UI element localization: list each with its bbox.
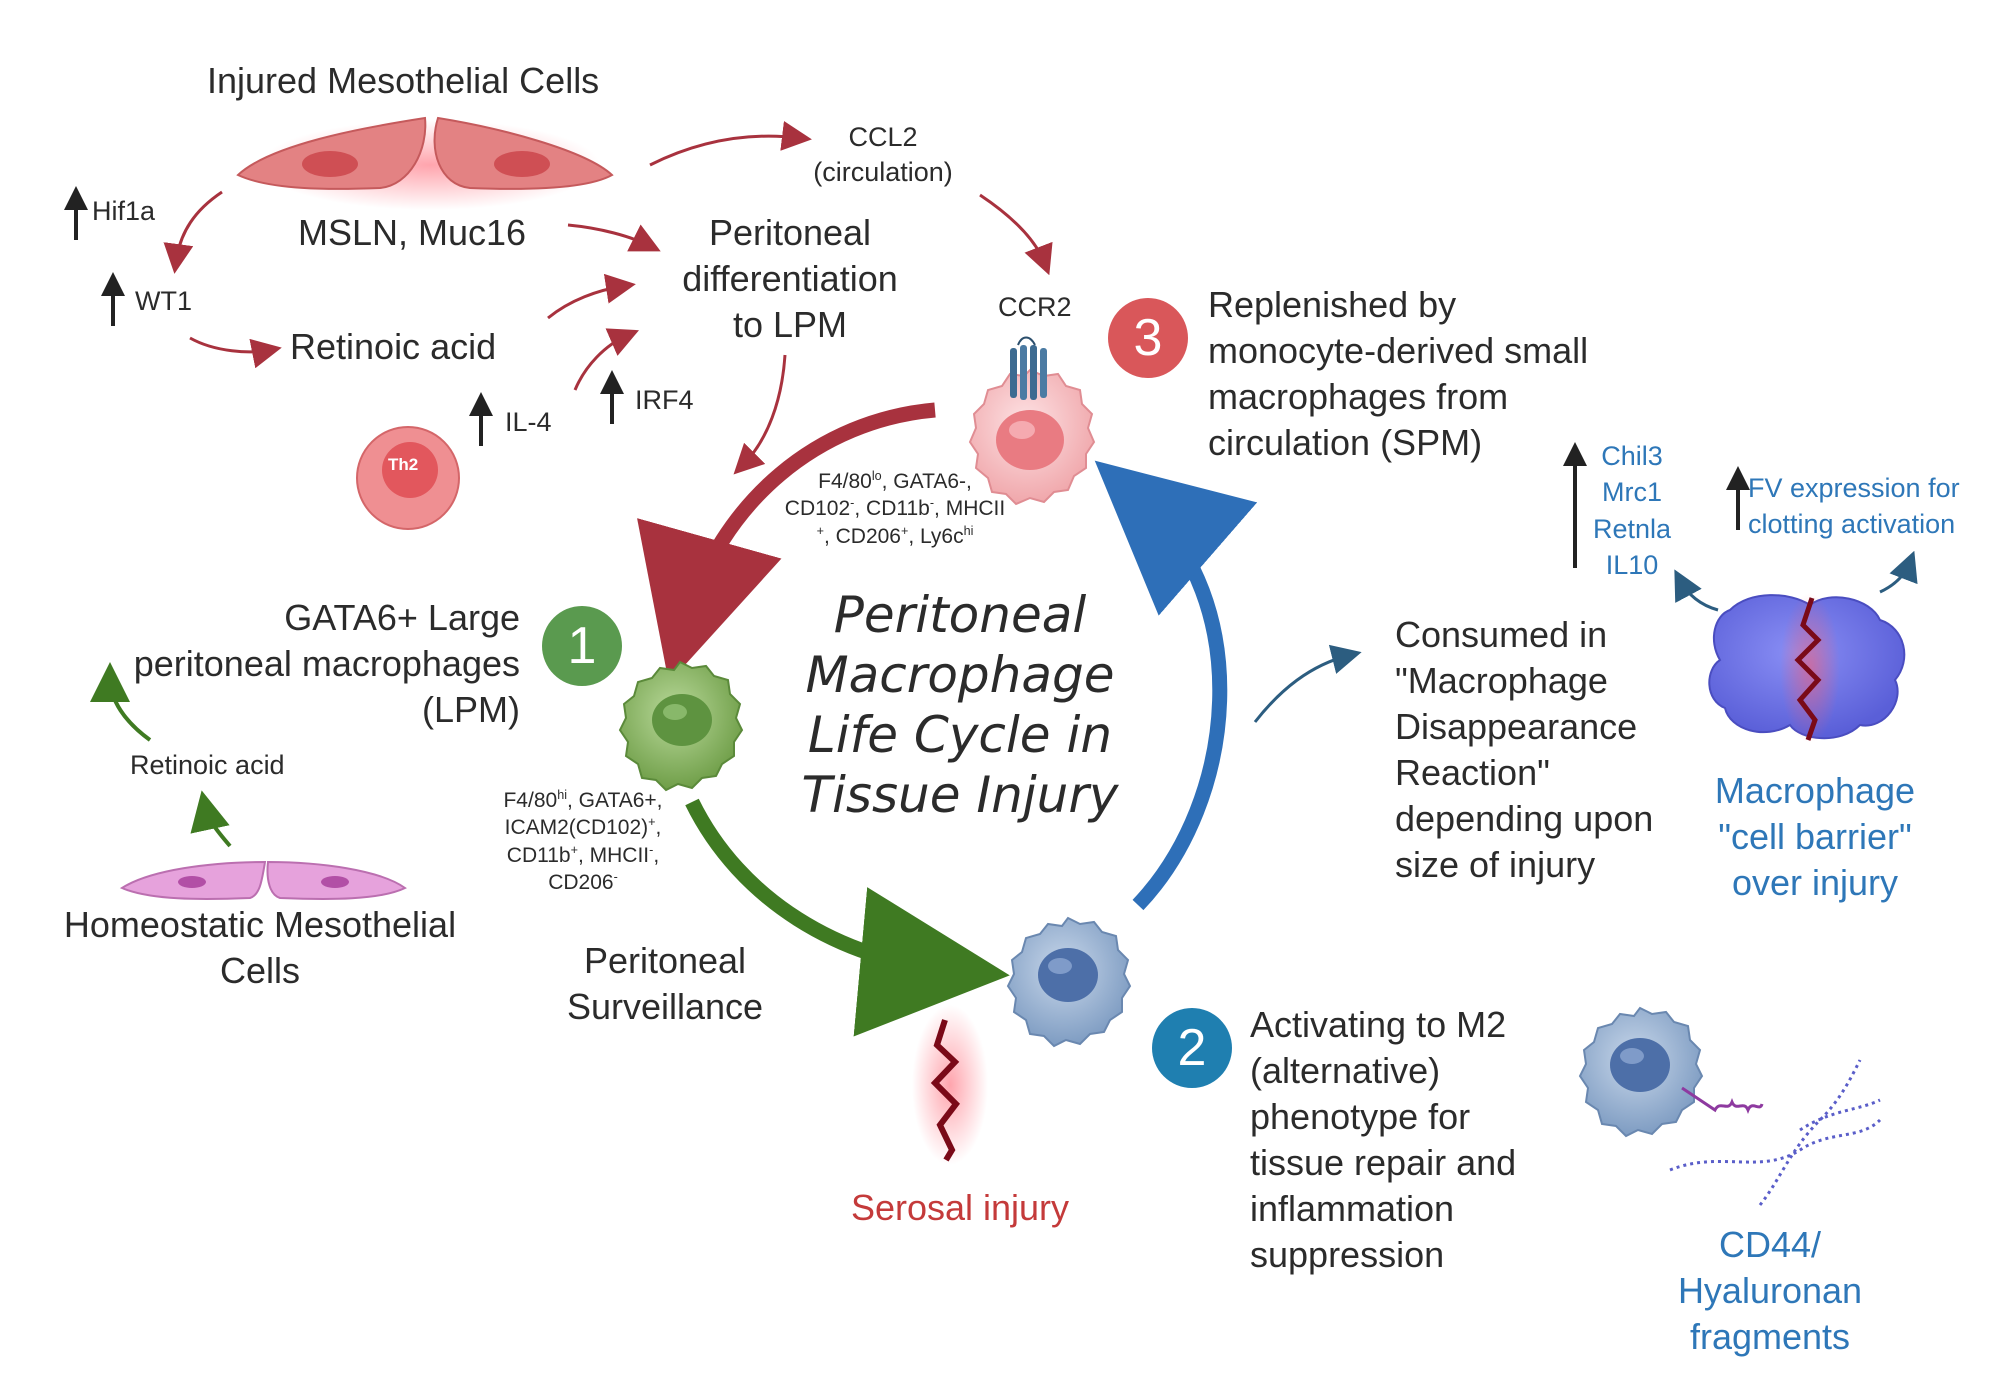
- replenish-line-4: circulation (SPM): [1208, 422, 1483, 464]
- homeostatic-line-1: Homeostatic Mesothelial: [63, 904, 457, 945]
- cd44-line-1: CD44/: [1718, 1224, 1822, 1265]
- disappearance-line-6: size of injury: [1395, 844, 1596, 886]
- wt1-label: WT1: [135, 286, 192, 316]
- replenish-line-3: macrophages from: [1208, 376, 1509, 418]
- lpm-markers: F4/80hi, GATA6+, ICAM2(CD102)+, CD11b+, …: [503, 788, 663, 894]
- barrier-line-2: "cell barrier": [1718, 816, 1912, 858]
- lpm-label-line-2: peritoneal macrophages: [133, 643, 520, 685]
- m2-activation-label: Activating to M2 (alternative) phenotype…: [1250, 1002, 1516, 1278]
- differentiation-line-3: to LPM: [732, 304, 848, 346]
- surveillance-label: Peritoneal Surveillance: [545, 938, 785, 1030]
- disappearance-line-4: Reaction": [1395, 752, 1550, 794]
- step-1-badge: 1: [542, 606, 622, 686]
- differentiation-line-2: differentiation: [682, 258, 898, 300]
- homeostatic-arrows: [90, 662, 232, 848]
- title-line-1: Peritoneal: [833, 586, 1087, 644]
- barrier-line-3: over injury: [1731, 862, 1899, 904]
- cd44-line-3: fragments: [1689, 1316, 1851, 1358]
- ccr2-label: CCR2: [998, 292, 1072, 322]
- m2-line-5: inflammation: [1250, 1188, 1455, 1230]
- barrier-line-1: Macrophage: [1714, 770, 1916, 811]
- il4-label: IL-4: [505, 407, 552, 437]
- recruitment-arrow: [1094, 460, 1258, 911]
- serosal-injury-icon: [912, 1005, 988, 1165]
- ccl2-line-1: CCL2: [848, 122, 918, 152]
- homeostatic-label: Homeostatic Mesothelial Cells: [20, 902, 500, 994]
- title-line-4: Tissue Injury: [801, 766, 1119, 824]
- fv-line-2: clotting activation: [1748, 509, 1956, 540]
- m2-line-6: suppression: [1250, 1234, 1445, 1276]
- gene-chil3: Chil3: [1601, 441, 1663, 471]
- disappearance-line-5: depending upon: [1395, 798, 1654, 840]
- disappearance-line-1: Consumed in: [1395, 614, 1608, 655]
- differentiation-line-1: Peritoneal: [708, 212, 872, 253]
- homeostatic-mesothelial-cells: [119, 860, 407, 900]
- step-3-badge: 3: [1108, 298, 1188, 378]
- msln-label: MSLN, Muc16: [298, 212, 527, 253]
- step-2-badge: 2: [1152, 1008, 1232, 1088]
- lpm-label-line-1: GATA6+ Large: [284, 597, 520, 638]
- m2-line-4: tissue repair and: [1250, 1142, 1517, 1184]
- title-line-2: Macrophage: [805, 646, 1115, 704]
- retinoic-acid-top-label: Retinoic acid: [290, 326, 497, 367]
- surveillance-line-2: Surveillance: [566, 986, 764, 1028]
- differentiation-label: Peritoneal differentiation to LPM: [640, 210, 940, 348]
- m2-line-3: phenotype for: [1250, 1096, 1471, 1138]
- retinoic-acid-bottom-label: Retinoic acid: [130, 750, 285, 780]
- spm-markers: F4/80lo, GATA6-, CD102-, CD11b-, MHCII +…: [784, 469, 1006, 548]
- injured-cells-label: Injured Mesothelial Cells: [207, 60, 600, 101]
- irf4-label: IRF4: [635, 385, 694, 415]
- barrier-arrows: [1253, 550, 1918, 723]
- disappearance-line-3: Disappearance: [1395, 706, 1638, 748]
- hyaluronan-fragments-icon: [1669, 1059, 1882, 1206]
- diagram-title: Peritoneal Macrophage Life Cycle in Tiss…: [795, 585, 1125, 825]
- cd44-receptor-icon: [1681, 1086, 1764, 1115]
- activated-macrophage-cell: [1006, 916, 1132, 1048]
- th2-label: Th2: [388, 455, 419, 474]
- disappearance-line-2: "Macrophage: [1395, 660, 1608, 702]
- barrier-genes: Chil3 Mrc1 Retnla IL10: [1572, 438, 1692, 584]
- m2-line-1: Activating to M2: [1250, 1004, 1507, 1045]
- lpm-cell: [618, 660, 744, 792]
- lpm-label: GATA6+ Large peritoneal macrophages (LPM…: [80, 595, 520, 733]
- ccl2-line-2: (circulation): [813, 157, 953, 188]
- surveillance-line-1: Peritoneal: [583, 940, 747, 981]
- homeostatic-line-2: Cells: [219, 950, 300, 992]
- ccr2-receptor-icon: [1010, 336, 1047, 400]
- cd44-label: CD44/ Hyaluronan fragments: [1640, 1222, 1900, 1360]
- replenish-line-2: monocyte-derived small: [1208, 330, 1589, 372]
- gene-il10: IL10: [1605, 550, 1659, 581]
- replenish-label: Replenished by monocyte-derived small ma…: [1208, 282, 1588, 466]
- replenish-arrow: [637, 402, 936, 683]
- ccl2-label: CCL2 (circulation): [778, 120, 988, 190]
- macrophage-barrier-aggregate: [1708, 593, 1906, 743]
- upstream-arrows: [163, 120, 1053, 475]
- injured-mesothelial-cells: [236, 116, 614, 210]
- fv-expression-label: FV expression for clotting activation: [1748, 470, 1960, 543]
- spm-cell: [968, 336, 1096, 506]
- th2-cell: [356, 426, 460, 530]
- m2-line-2: (alternative): [1250, 1050, 1441, 1092]
- m2-macrophage-cell: [1578, 1006, 1764, 1138]
- barrier-label: Macrophage "cell barrier" over injury: [1685, 768, 1945, 906]
- hif1a-label: Hif1a: [92, 196, 156, 226]
- gene-mrc1: Mrc1: [1602, 477, 1662, 508]
- surveillance-arrow: [685, 798, 1010, 1037]
- upregulation-arrows: [64, 186, 1750, 568]
- replenish-line-1: Replenished by: [1208, 284, 1457, 325]
- serosal-injury-label: Serosal injury: [850, 1187, 1070, 1228]
- fv-line-1: FV expression for: [1748, 473, 1960, 503]
- gene-retnla: Retnla: [1592, 513, 1672, 544]
- title-line-3: Life Cycle in: [807, 706, 1113, 764]
- lpm-label-line-3: (LPM): [422, 689, 520, 731]
- disappearance-label: Consumed in "Macrophage Disappearance Re…: [1395, 612, 1653, 888]
- cd44-line-2: Hyaluronan: [1677, 1270, 1863, 1312]
